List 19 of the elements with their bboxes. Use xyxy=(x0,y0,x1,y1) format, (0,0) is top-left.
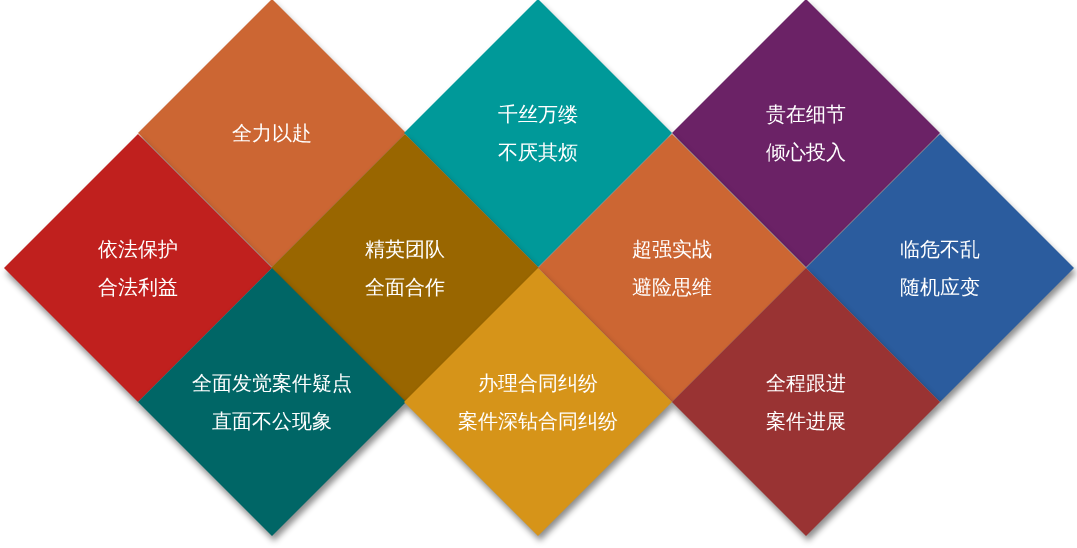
tile-text: 全面合作 xyxy=(365,274,445,301)
tile-text: 随机应变 xyxy=(900,274,980,301)
tile-text: 全程跟进 xyxy=(766,370,846,397)
tile-text: 依法保护 xyxy=(98,236,178,263)
tile-text: 全力以赴 xyxy=(232,120,312,147)
tile-text: 临危不乱 xyxy=(900,236,980,263)
tile-text: 全面发觉案件疑点 xyxy=(192,370,352,397)
tile-text: 办理合同纠纷 xyxy=(478,370,598,397)
tile-text: 案件进展 xyxy=(766,408,846,435)
tile-text: 千丝万缕 xyxy=(498,101,578,128)
tile-text: 超强实战 xyxy=(632,236,712,263)
tile-text: 贵在细节 xyxy=(766,101,846,128)
tile-text: 倾心投入 xyxy=(766,139,846,166)
tile-text: 精英团队 xyxy=(365,236,445,263)
tile-text: 直面不公现象 xyxy=(212,408,332,435)
tile-text: 不厌其烦 xyxy=(498,139,578,166)
tile-text: 合法利益 xyxy=(98,274,178,301)
tile-text: 案件深钻合同纠纷 xyxy=(458,408,618,435)
tile-text: 避险思维 xyxy=(632,274,712,301)
